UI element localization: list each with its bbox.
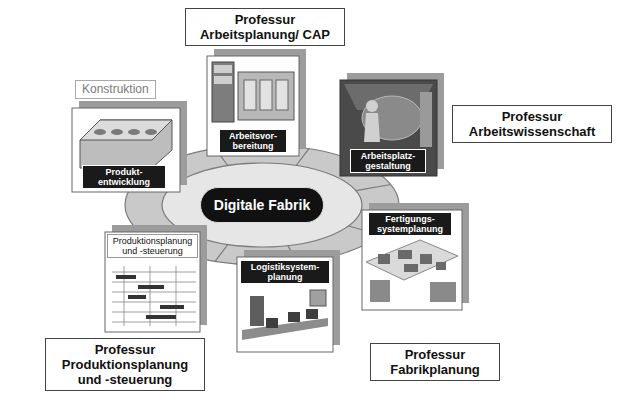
gantt-panel [105, 225, 207, 332]
box-label: Professur Arbeitsplanung/ CAP [192, 12, 338, 42]
conveyor-panel [237, 250, 340, 352]
department-text: Konstruktion [82, 82, 149, 97]
professorship-box: Professur Arbeitswissenschaft [452, 105, 612, 143]
image-panel: Arbeitsvor- bereitung [207, 56, 299, 156]
panel-label: Logistiksystem- planung [243, 262, 327, 282]
department-label: Konstruktion [75, 80, 156, 99]
professorship-box: Professur Arbeitsplanung/ CAP [185, 8, 345, 46]
panel-label-band: Arbeitsplatz- gestaltung [350, 149, 426, 173]
image-panel: Produktionsplanung und -steuerung [105, 232, 200, 332]
machine-panel [207, 49, 306, 156]
panel-label: Produkt- entwicklung [85, 167, 163, 187]
panel-label-band: Produktionsplanung und -steuerung [107, 234, 198, 258]
box-label: Professur Arbeitswissenschaft [459, 109, 605, 139]
workplace-panel [340, 73, 444, 176]
panel-label-band: Logistiksystem- planung [240, 260, 330, 284]
image-panel: Produkt- entwicklung [72, 108, 180, 192]
panel-label: Arbeitsvor- bereitung [222, 131, 284, 151]
image-panel: Fertigungs- systemplanung [362, 210, 462, 310]
factory-layout-panel [362, 203, 469, 310]
professorship-box: Professur Fabrikplanung [370, 343, 500, 381]
panel-label-band: Produkt- entwicklung [82, 165, 166, 189]
center-ellipse: Digitale Fabrik [200, 187, 324, 223]
box-label: Professur Fabrikplanung [377, 347, 493, 377]
box-label: Professur Produktionsplanung und -steuer… [52, 342, 198, 387]
panel-label-band: Fertigungs- systemplanung [368, 212, 452, 236]
engine-panel [72, 101, 187, 192]
professorship-box: Professur Produktionsplanung und -steuer… [45, 338, 205, 391]
panel-label: Fertigungs- systemplanung [371, 214, 449, 234]
center-label: Digitale Fabrik [214, 197, 310, 213]
image-panel: Arbeitsplatz- gestaltung [340, 80, 437, 176]
panel-label: Produktionsplanung und -steuerung [110, 236, 195, 256]
panel-label: Arbeitsplatz- gestaltung [353, 151, 423, 171]
image-panel: Logistiksystem- planung [237, 257, 333, 352]
panel-label-band: Arbeitsvor- bereitung [219, 129, 287, 153]
